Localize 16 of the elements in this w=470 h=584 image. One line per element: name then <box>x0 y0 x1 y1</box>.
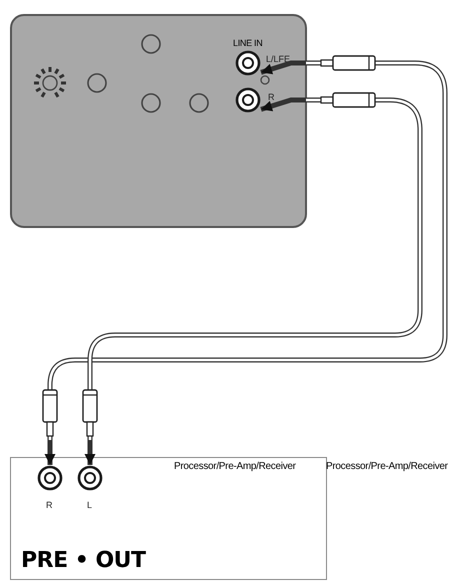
rca-jack <box>235 87 261 113</box>
rca-jack <box>77 465 103 491</box>
receiver-panel <box>10 457 327 580</box>
panel-heading: PRE • OUT <box>21 548 146 573</box>
section-label: LINE IN <box>233 38 262 48</box>
jack-label: L <box>87 500 92 510</box>
subwoofer-panel <box>10 14 307 228</box>
device-label: Processor/Pre-Amp/Receiver <box>174 461 296 472</box>
rca-jack <box>37 465 63 491</box>
cable-arrow <box>84 98 422 465</box>
rca-jack <box>235 50 261 76</box>
cable-arrow <box>44 60 448 465</box>
device-label: Processor/Pre-Amp/Receiver <box>326 461 448 472</box>
jack-label: R <box>46 500 52 510</box>
jack-label: R <box>268 92 274 102</box>
jack-label: L/LFE <box>266 54 290 64</box>
